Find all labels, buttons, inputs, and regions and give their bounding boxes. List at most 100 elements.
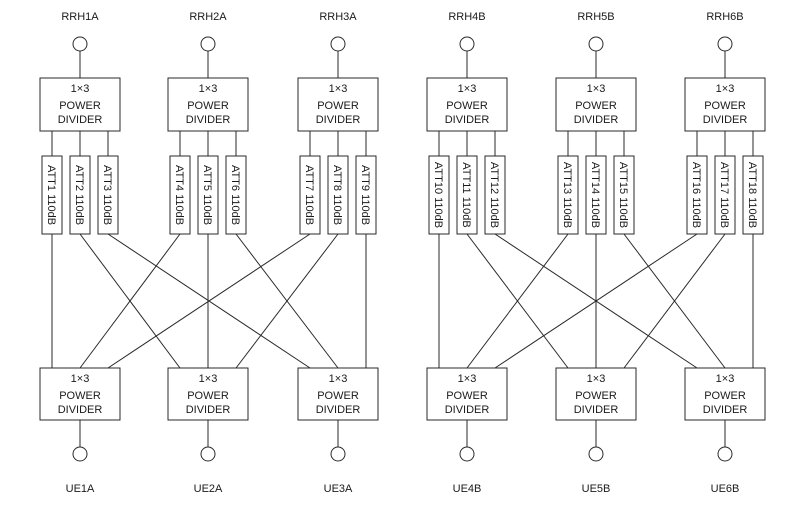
ue-port-icon <box>330 446 346 462</box>
attenuator-box <box>41 155 63 235</box>
attenuator-label: ATT4 110dB <box>173 165 185 225</box>
rrh-port-icon <box>72 36 88 52</box>
rrh-label: RRH2A <box>189 11 227 23</box>
top-power-divider <box>684 77 766 132</box>
attenuator-box <box>742 155 764 235</box>
divider-label-line2: DIVIDER <box>316 404 361 416</box>
top-power-divider <box>555 77 637 132</box>
divider-type-label: 1×3 <box>587 373 606 385</box>
attenuator-label: ATT18 110dB <box>746 162 758 228</box>
bottom-power-divider <box>297 367 379 421</box>
top-power-divider <box>39 77 121 132</box>
attenuator-box <box>97 155 119 235</box>
ue-port-icon <box>72 446 88 462</box>
divider-type-label: 1×3 <box>71 373 90 385</box>
rrh-label: RRH6B <box>706 11 743 23</box>
divider-type-label: 1×3 <box>329 373 348 385</box>
divider-type-label: 1×3 <box>716 83 735 95</box>
bottom-power-divider <box>684 367 766 421</box>
bottom-power-divider <box>167 367 249 421</box>
ue-label: UE3A <box>324 483 353 495</box>
attenuator-label: ATT17 110dB <box>718 162 730 228</box>
divider-label-line1: POWER <box>704 390 746 402</box>
rrh-port-icon <box>717 36 733 52</box>
bottom-power-divider <box>39 367 121 421</box>
divider-type-label: 1×3 <box>329 83 348 95</box>
attenuator-label: ATT11 110dB <box>460 162 472 227</box>
attenuator-box <box>456 155 478 235</box>
attenuator-box <box>69 155 91 235</box>
attenuator-label: ATT8 110dB <box>331 165 343 225</box>
attenuator-label: ATT3 110dB <box>101 165 113 225</box>
divider-type-label: 1×3 <box>587 83 606 95</box>
attenuator-label: ATT2 110dB <box>73 165 85 225</box>
divider-type-label: 1×3 <box>199 373 218 385</box>
top-power-divider <box>426 77 508 132</box>
attenuator-box <box>327 155 349 235</box>
attenuator-label: ATT7 110dB <box>303 165 315 225</box>
attenuator-box <box>355 155 377 235</box>
attenuator-box <box>585 155 607 235</box>
divider-label-line1: POWER <box>575 390 617 402</box>
ue-label: UE1A <box>66 483 95 495</box>
top-power-divider <box>297 77 379 132</box>
attenuator-box <box>299 155 321 235</box>
divider-label-line1: POWER <box>446 390 488 402</box>
divider-label-line2: DIVIDER <box>445 114 490 126</box>
attenuator-box <box>557 155 579 235</box>
attenuator-label: ATT15 110dB <box>617 162 629 228</box>
divider-label-line1: POWER <box>187 100 229 112</box>
attenuator-label: ATT13 110dB <box>561 162 573 228</box>
divider-label-line2: DIVIDER <box>58 114 103 126</box>
divider-label-line2: DIVIDER <box>316 114 361 126</box>
ue-label: UE4B <box>453 483 482 495</box>
divider-label-line2: DIVIDER <box>445 404 490 416</box>
divider-type-label: 1×3 <box>458 83 477 95</box>
attenuator-box <box>197 155 219 235</box>
divider-label-line2: DIVIDER <box>58 404 103 416</box>
attenuator-box <box>613 155 635 235</box>
rrh-port-icon <box>330 36 346 52</box>
divider-label-line1: POWER <box>317 390 359 402</box>
wire-att-to-bottom <box>235 233 339 369</box>
wire-att-to-bottom <box>466 233 569 369</box>
divider-label-line1: POWER <box>575 100 617 112</box>
rrh-port-icon <box>588 36 604 52</box>
divider-label-line2: DIVIDER <box>574 404 619 416</box>
bottom-power-divider <box>555 367 637 421</box>
ue-label: UE5B <box>582 483 611 495</box>
attenuator-box <box>428 155 450 235</box>
divider-label-line2: DIVIDER <box>703 404 748 416</box>
divider-type-label: 1×3 <box>458 373 477 385</box>
divider-label-line2: DIVIDER <box>186 404 231 416</box>
divider-label-line1: POWER <box>446 100 488 112</box>
attenuator-box <box>169 155 191 235</box>
wire-att-to-bottom <box>494 233 698 369</box>
divider-label-line1: POWER <box>59 100 101 112</box>
attenuator-box <box>714 155 736 235</box>
divider-type-label: 1×3 <box>199 83 218 95</box>
divider-label-line1: POWER <box>59 390 101 402</box>
rrh-label: RRH5B <box>577 11 614 23</box>
top-power-divider <box>167 77 249 132</box>
attenuator-label: ATT16 110dB <box>690 162 702 228</box>
attenuator-box <box>225 155 247 235</box>
rrh-port-icon <box>459 36 475 52</box>
attenuator-box <box>686 155 708 235</box>
rrh-label: RRH3A <box>319 11 357 23</box>
divider-type-label: 1×3 <box>71 83 90 95</box>
divider-label-line2: DIVIDER <box>703 114 748 126</box>
ue-port-icon <box>588 446 604 462</box>
rrh-label: RRH4B <box>448 11 485 23</box>
attenuator-box <box>484 155 506 235</box>
attenuator-label: ATT12 110dB <box>488 162 500 228</box>
ue-port-icon <box>459 446 475 462</box>
divider-label-line1: POWER <box>317 100 359 112</box>
divider-label-line1: POWER <box>187 390 229 402</box>
ue-label: UE2A <box>194 483 223 495</box>
wire-att-to-bottom <box>623 233 726 369</box>
attenuator-label: ATT6 110dB <box>229 165 241 225</box>
ue-port-icon <box>200 446 216 462</box>
